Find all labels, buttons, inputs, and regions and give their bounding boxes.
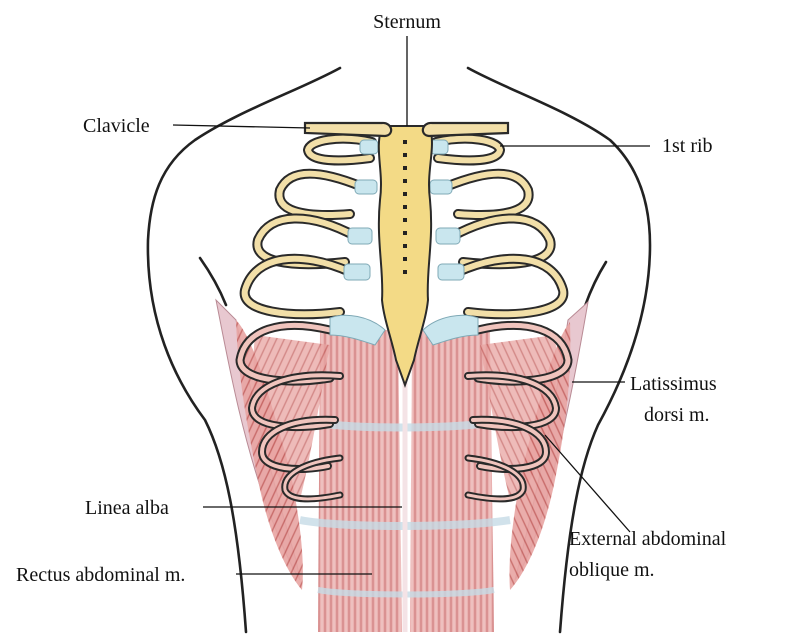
sternum-label: Sternum — [373, 11, 441, 33]
external-oblique-label-line1: External abdominal — [569, 528, 727, 550]
rectus-label: Rectus abdominal m. — [16, 564, 185, 586]
linea-alba-label: Linea alba — [85, 497, 169, 519]
external-oblique-label-line2: oblique m. — [569, 559, 655, 581]
clavicle-label: Clavicle — [83, 115, 150, 137]
first-rib-label: 1st rib — [662, 135, 713, 157]
latissimus-label-line2: dorsi m. — [644, 404, 710, 426]
latissimus-label-line1: Latissimus — [630, 373, 717, 395]
clavicle-leader — [173, 125, 310, 128]
